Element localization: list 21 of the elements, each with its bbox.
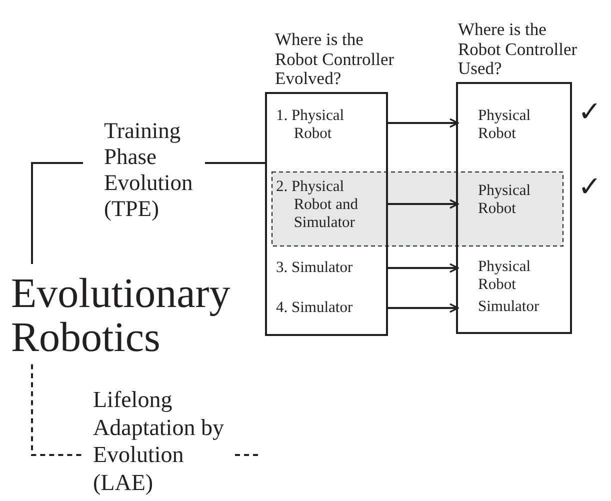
arrow bbox=[388, 303, 459, 313]
connector-line bbox=[235, 454, 258, 456]
arrow bbox=[388, 263, 459, 273]
check-mark: ✓ bbox=[578, 99, 601, 127]
branch-label: Lifelong Adaptation by Evolution (LAE) bbox=[83, 386, 235, 496]
column-heading: Where is the Robot Controller Used? bbox=[458, 20, 578, 78]
item-label: Simulator bbox=[458, 298, 550, 316]
connector-line bbox=[31, 364, 83, 456]
connector-line bbox=[205, 162, 265, 164]
arrow bbox=[388, 118, 459, 128]
check-mark: ✓ bbox=[578, 174, 601, 202]
branch-label: Training Phase Evolution (TPE) bbox=[83, 118, 205, 222]
column-heading: Where is the Robot Controller Evolved? bbox=[275, 30, 396, 88]
item-label: 3. Simulator bbox=[276, 259, 385, 277]
connector-line bbox=[31, 162, 83, 264]
main-title: Evolutionary Robotics bbox=[11, 272, 261, 360]
item-label: 2. Physical Robot and Simulator bbox=[276, 178, 385, 232]
arrow bbox=[388, 199, 459, 209]
item-label: Physical Robot bbox=[458, 258, 550, 294]
item-label: 1. Physical Robot bbox=[276, 107, 385, 143]
item-label: 4. Simulator bbox=[276, 299, 385, 317]
